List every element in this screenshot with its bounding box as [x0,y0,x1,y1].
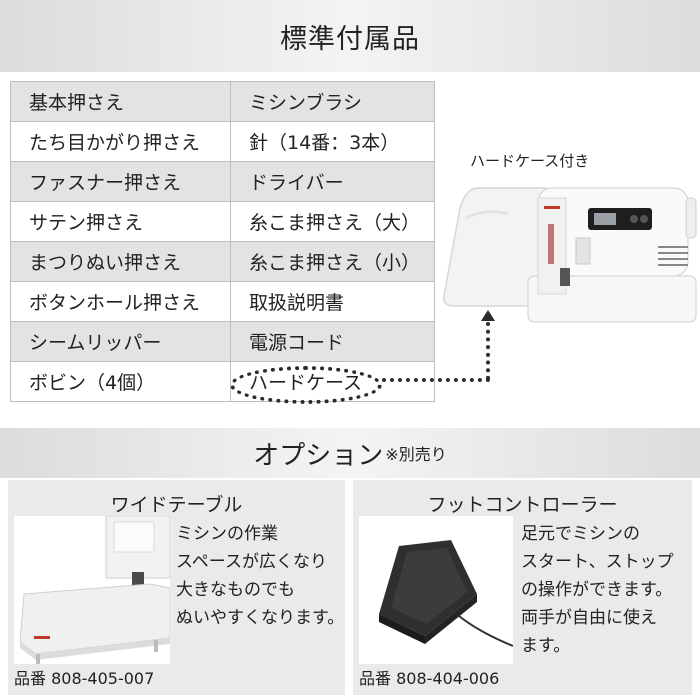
table-cell: サテン押さえ [10,201,231,242]
table-cell: ドライバー [230,161,435,202]
table-cell: 針（14番：3本） [230,121,435,162]
description-line: ます。 [521,636,571,656]
sewing-machine-image [438,168,700,328]
accessories-table: 基本押さえ ミシンブラシ たち目かがり押さえ 針（14番：3本） ファスナー押さ… [10,81,435,402]
table-row: ファスナー押さえ ドライバー [10,161,435,202]
header-band: 標準付属品 [0,0,700,72]
description-line: スペースが広くなり [176,552,327,572]
table-row: シームリッパー 電源コード [10,321,435,362]
option-description: ミシンの作業 スペースが広くなり 大きなものでも ぬいやすくなります。 [176,520,344,632]
options-band: オプション ※別売り [0,428,700,478]
description-line: ミシンの作業 [176,524,278,544]
options-title: オプション [253,440,384,471]
table-row: 基本押さえ ミシンブラシ [10,81,435,122]
table-row: まつりぬい押さえ 糸こま押さえ（小） [10,241,435,282]
table-row: サテン押さえ 糸こま押さえ（大） [10,201,435,242]
option-description: 足元でミシンの スタート、ストップ の操作ができます。 両手が自由に使え ます。 [521,520,674,660]
arrow-up-icon [481,310,495,321]
table-cell: 取扱説明書 [230,281,435,322]
hardcase-highlight-oval [230,366,382,404]
part-number: 品番 808-405-007 [14,669,155,688]
part-number: 品番 808-404-006 [359,669,500,688]
table-cell: ミシンブラシ [230,81,435,122]
table-cell: 糸こま押さえ（小） [230,241,435,282]
description-line: スタート、ストップ [521,552,674,572]
table-cell: たち目かがり押さえ [10,121,231,162]
option-panel-foot-controller: フットコントローラー 足元でミシンの スタート、ストップ の操作ができます。 両… [353,480,692,695]
description-line: 大きなものでも [176,580,295,600]
table-row: ボタンホール押さえ 取扱説明書 [10,281,435,322]
dotted-connector-horizontal [382,378,490,382]
dotted-connector-vertical [486,322,490,380]
option-panel-wide-table: ワイドテーブル ミシンの作業 スペースが広くなり 大きなものでも ぬいやすくなり… [8,480,345,695]
wide-table-image [14,516,170,664]
option-title: ワイドテーブル [110,494,243,516]
table-cell: 糸こま押さえ（大） [230,201,435,242]
table-cell: シームリッパー [10,321,231,362]
hardcase-label: ハードケース付き [470,152,590,170]
table-cell: 電源コード [230,321,435,362]
table-cell: ファスナー押さえ [10,161,231,202]
table-cell: ボタンホール押さえ [10,281,231,322]
description-line: の操作ができます。 [521,580,673,600]
description-line: ぬいやすくなります。 [176,608,345,628]
description-line: 両手が自由に使え [521,608,657,628]
table-row: たち目かがり押さえ 針（14番：3本） [10,121,435,162]
description-line: 足元でミシンの [521,524,640,544]
foot-controller-image [359,516,513,664]
table-cell: ボビン（4個） [10,361,231,402]
option-title: フットコントローラー [427,494,618,516]
table-cell: 基本押さえ [10,81,231,122]
table-cell: まつりぬい押さえ [10,241,231,282]
options-note: ※別売り [385,445,447,464]
page-title: 標準付属品 [280,23,420,55]
